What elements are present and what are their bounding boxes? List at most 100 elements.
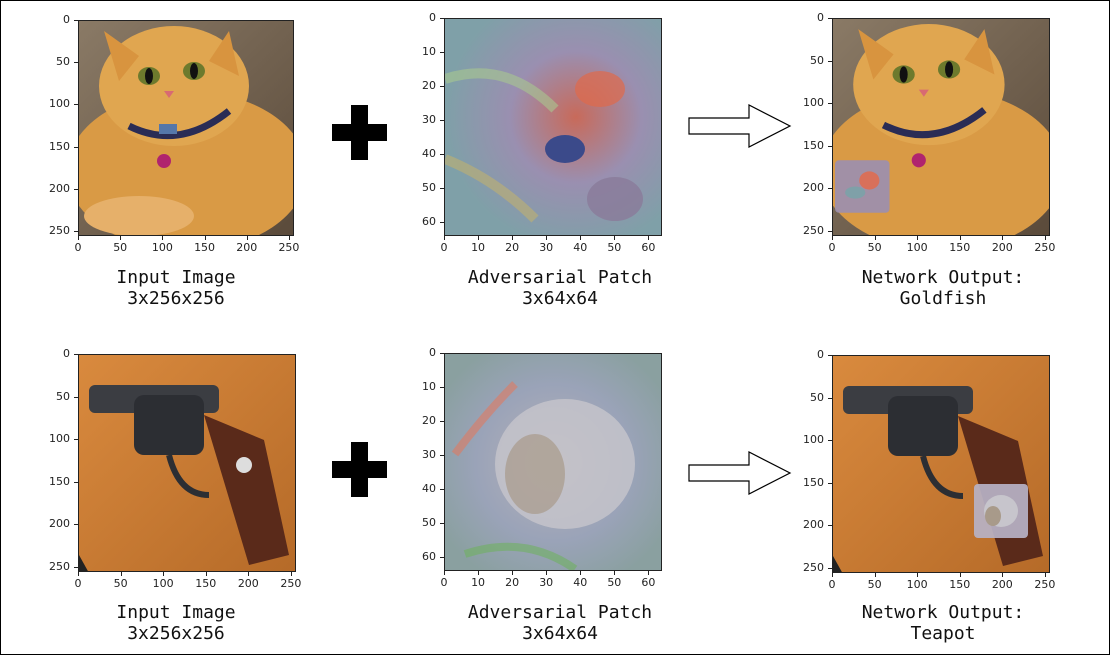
plus-icon <box>332 442 387 501</box>
y-tick-mark <box>440 387 444 389</box>
arrow-right-icon <box>688 104 792 152</box>
x-tick-mark <box>478 236 480 240</box>
output-image <box>832 355 1050 573</box>
x-tick-label: 50 <box>867 241 882 254</box>
x-tick-label: 0 <box>74 241 82 254</box>
y-tick-label: 0 <box>63 13 70 26</box>
y-tick-mark <box>74 20 78 21</box>
patch-caption: Adversarial Patch 3x64x64 <box>467 602 653 644</box>
x-tick-label: 100 <box>906 241 928 254</box>
x-tick-mark <box>648 236 650 240</box>
y-tick-label: 100 <box>49 432 70 446</box>
output-image <box>832 18 1050 236</box>
cat-image <box>79 21 293 235</box>
x-tick-mark <box>290 572 292 576</box>
y-tick-label: 50 <box>810 53 824 67</box>
y-tick-mark <box>74 146 78 148</box>
patch-texture <box>445 19 661 235</box>
x-tick-label: 0 <box>440 241 448 254</box>
x-tick-mark <box>78 572 79 576</box>
x-tick-mark <box>917 573 919 577</box>
y-tick-mark <box>440 222 444 224</box>
y-tick-mark <box>440 489 444 491</box>
x-tick-mark <box>580 571 582 575</box>
y-tick-mark <box>74 188 78 190</box>
y-tick-label: 0 <box>429 346 436 359</box>
input-caption: Input Image 3x256x256 <box>116 602 236 644</box>
x-tick-label: 20 <box>505 241 520 254</box>
x-tick-label: 150 <box>194 241 216 254</box>
y-tick-mark <box>828 525 832 527</box>
y-tick-label: 100 <box>803 433 824 447</box>
x-tick-label: 150 <box>949 578 971 591</box>
revolver-image <box>79 355 295 571</box>
y-tick-mark <box>828 60 832 62</box>
x-tick-label: 100 <box>152 577 174 590</box>
y-tick-label: 250 <box>49 559 70 573</box>
x-tick-label: 150 <box>949 241 971 254</box>
y-tick-mark <box>828 103 832 105</box>
output-caption: Network Output: Goldfish <box>861 267 1025 309</box>
patch-texture <box>445 354 661 570</box>
plus-icon <box>332 105 387 164</box>
x-tick-label: 10 <box>471 576 486 589</box>
x-tick-mark <box>246 236 248 240</box>
x-tick-mark <box>832 573 833 577</box>
x-tick-mark <box>162 236 164 240</box>
x-tick-label: 40 <box>573 241 588 254</box>
x-tick-mark <box>832 236 833 240</box>
adversarial-patch-image <box>444 353 662 571</box>
input-image <box>78 354 296 572</box>
y-tick-label: 100 <box>803 96 824 110</box>
x-tick-mark <box>512 571 514 575</box>
y-tick-label: 50 <box>810 390 824 404</box>
x-tick-mark <box>1002 236 1004 240</box>
y-tick-label: 20 <box>422 79 436 93</box>
x-tick-mark <box>512 236 514 240</box>
x-tick-label: 250 <box>278 241 300 254</box>
x-tick-label: 60 <box>641 576 656 589</box>
x-tick-label: 0 <box>440 576 448 589</box>
x-tick-label: 50 <box>607 576 622 589</box>
x-tick-mark <box>120 572 122 576</box>
y-tick-mark <box>74 566 78 568</box>
x-tick-mark <box>546 571 548 575</box>
x-tick-label: 250 <box>1034 578 1056 591</box>
y-tick-label: 50 <box>422 516 436 530</box>
y-tick-label: 60 <box>422 550 436 564</box>
input-caption: Input Image 3x256x256 <box>116 267 236 309</box>
y-tick-label: 10 <box>422 45 436 59</box>
x-tick-mark <box>614 236 616 240</box>
y-tick-mark <box>74 354 78 355</box>
y-tick-label: 200 <box>49 181 70 195</box>
y-tick-mark <box>828 230 832 232</box>
x-tick-label: 100 <box>151 241 173 254</box>
x-tick-label: 10 <box>471 241 486 254</box>
y-tick-label: 30 <box>422 448 436 462</box>
x-tick-label: 50 <box>113 577 128 590</box>
arrow-right-icon <box>688 451 792 499</box>
x-tick-mark <box>478 571 480 575</box>
x-tick-mark <box>78 236 79 240</box>
x-tick-label: 60 <box>641 241 656 254</box>
x-tick-mark <box>546 236 548 240</box>
x-tick-mark <box>959 236 961 240</box>
y-tick-mark <box>828 567 832 569</box>
y-tick-label: 10 <box>422 380 436 394</box>
x-tick-mark <box>204 236 206 240</box>
x-tick-label: 0 <box>828 241 836 254</box>
x-tick-mark <box>248 572 250 576</box>
x-tick-label: 100 <box>906 578 928 591</box>
y-tick-label: 150 <box>803 475 824 489</box>
y-tick-mark <box>828 18 832 19</box>
x-tick-mark <box>917 236 919 240</box>
applied-patch <box>835 160 890 213</box>
x-tick-mark <box>120 236 122 240</box>
y-tick-mark <box>828 355 832 356</box>
revolver-with-patch-image <box>833 356 1049 572</box>
y-tick-label: 250 <box>803 223 824 237</box>
